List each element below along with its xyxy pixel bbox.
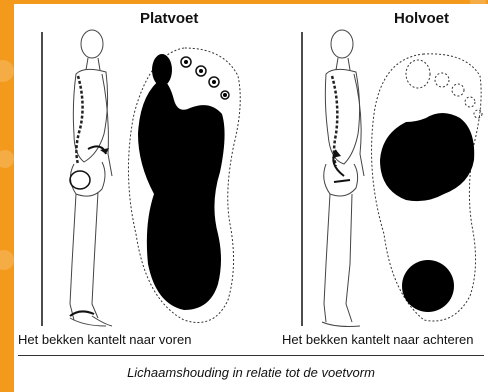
figure-caption: Lichaamshouding in relatie tot de voetvo… <box>14 365 488 380</box>
high-arch-footprint <box>372 54 482 321</box>
border-circle <box>0 250 14 270</box>
high-arch-caption: Het bekken kantelt naar achteren <box>282 332 474 347</box>
flat-footprint <box>128 48 240 323</box>
diagram-panel: Platvoet Holvoet Het bekken kantelt naar… <box>14 4 488 392</box>
flat-foot-caption: Het bekken kantelt naar voren <box>18 332 191 347</box>
foot-arrow-left <box>70 311 94 316</box>
standing-figure-left <box>70 30 112 326</box>
high-arch-title: Holvoet <box>394 10 449 27</box>
standing-figure-right <box>322 30 364 327</box>
pelvis-circle-left <box>70 171 90 189</box>
border-circle <box>0 60 14 82</box>
flat-foot-title: Platvoet <box>140 10 198 27</box>
pelvis-line-right <box>334 180 350 182</box>
divider-line <box>18 355 484 356</box>
border-circle <box>0 150 14 168</box>
